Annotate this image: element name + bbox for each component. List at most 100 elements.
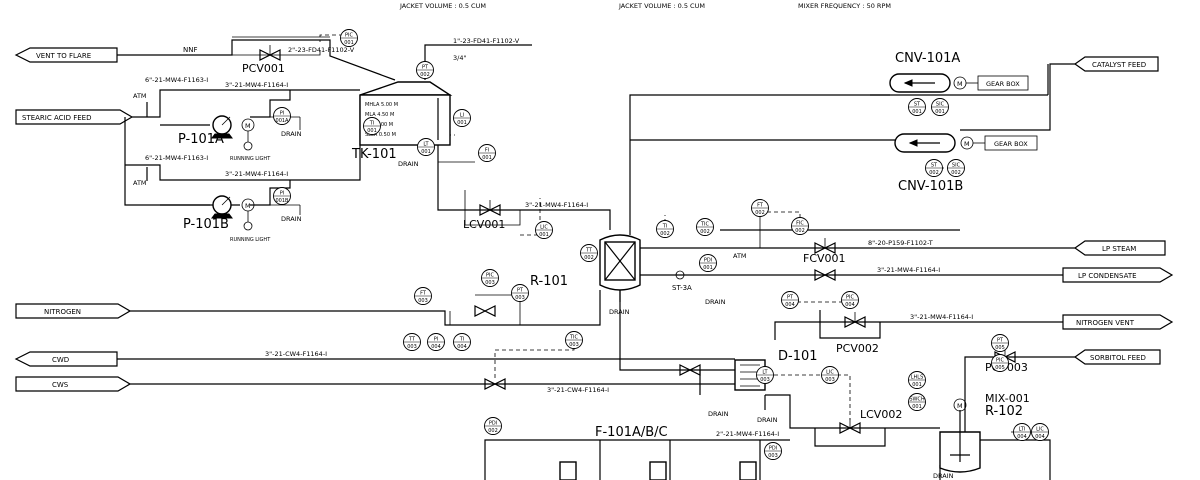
mixer-tag: MIX-001 <box>985 392 1030 405</box>
instrument-tag: LIC <box>1036 427 1044 433</box>
instrument-tag: SIC <box>936 102 945 108</box>
valve-d101-inlet[interactable] <box>679 364 701 376</box>
valve-cws[interactable] <box>484 378 506 390</box>
instrument-number: 004 <box>1035 434 1045 440</box>
line-label: 3/4" <box>453 54 466 62</box>
instrument-tag: TT <box>585 248 593 254</box>
line-labels: NNF 2"-23-FD41-F1102-V 1"-23-FD41-F1102-… <box>145 37 973 438</box>
stream-label: NITROGEN <box>44 308 81 316</box>
valve-lcv001[interactable]: LCV001 <box>463 200 505 231</box>
stream-cws: CWS <box>15 376 132 392</box>
instrument-tag: LTI <box>1019 427 1026 433</box>
reactor-r-101[interactable]: R-101 <box>530 234 641 302</box>
mixer-frequency-label: MIXER FREQUENCY : 50 RPM <box>798 2 891 10</box>
conveyor-cnv-101b[interactable]: M GEAR BOX CNV-101B <box>894 133 1038 194</box>
instrument-tag: ST <box>914 102 921 108</box>
valve-nitrogen[interactable] <box>474 305 496 317</box>
instrument-number: 002 <box>660 231 670 237</box>
stream-label: CWD <box>52 356 69 364</box>
steam-trap-st-3a[interactable]: ST-3A <box>672 270 692 292</box>
jacket-volume-label-2: JACKET VOLUME : 0.5 CUM <box>618 2 705 10</box>
line-label: 3"-21-CW4-F1164-I <box>265 350 327 358</box>
pump-p-101b[interactable]: M RUNNING LIGHT P-101B <box>183 195 271 243</box>
instrument-tag: PT <box>787 295 794 301</box>
instrument-tag: FT <box>757 203 764 209</box>
stream-sorbitol-feed: SORBITOL FEED <box>1073 349 1161 365</box>
reactor-r-102[interactable]: M MIX-001 R-102 <box>939 392 1030 473</box>
conveyor-cnv-101a[interactable]: M GEAR BOX CNV-101A <box>889 51 1029 93</box>
stream-label: VENT TO FLARE <box>36 52 91 60</box>
instrument-number: 001 <box>344 40 354 46</box>
instrument-number: 003 <box>515 295 525 301</box>
valve-pcv002[interactable]: PCV002 <box>836 312 879 355</box>
stream-nitrogen-vent: NITROGEN VENT <box>1062 314 1174 330</box>
stream-stearic-acid-feed: STEARIC ACID FEED <box>15 109 134 125</box>
valve-tag: FCV001 <box>803 252 846 265</box>
instrument-number: 003 <box>825 377 835 383</box>
filters-f-101[interactable]: F-101A/B/C <box>559 425 757 480</box>
valve-pcv001[interactable]: PCV001 <box>242 45 285 75</box>
stream-label: SORBITOL FEED <box>1090 354 1146 362</box>
valve-fcv001[interactable]: FCV001 <box>803 238 846 265</box>
pump-p-101a[interactable]: M RUNNING LIGHT P-101A <box>178 115 271 162</box>
stream-label: NITROGEN VENT <box>1076 319 1135 327</box>
instrument-number: 003 <box>768 453 778 459</box>
valve-lp-condensate[interactable] <box>814 269 836 281</box>
instrument-number: 001 <box>482 155 492 161</box>
instrument-number: 002 <box>795 228 805 234</box>
tank-tk-101[interactable]: MHLA 5.00 M MLA 4.50 M SLA 1.00 M SLLA 0… <box>351 81 453 162</box>
instrument-tag: SIC <box>952 163 961 169</box>
instrument-tag: PIC <box>996 358 1004 364</box>
instrument-number: 001 <box>539 232 549 238</box>
motor-label: M <box>957 80 963 88</box>
valve-lcv002[interactable]: LCV002 <box>839 408 902 434</box>
valve-tag: LCV001 <box>463 218 505 231</box>
instrument-number: 001 <box>912 382 922 388</box>
tank-level-mhla: MHLA 5.00 M <box>365 102 398 108</box>
exchanger-d-101[interactable]: D-101 <box>734 349 818 391</box>
instrument-number: 001 <box>912 109 922 115</box>
instrument-tag: PI <box>280 111 285 117</box>
piping <box>117 36 1075 480</box>
tank-level-slla: SLLA 0.50 M <box>365 132 396 138</box>
instrument-tag: LI <box>460 113 464 119</box>
